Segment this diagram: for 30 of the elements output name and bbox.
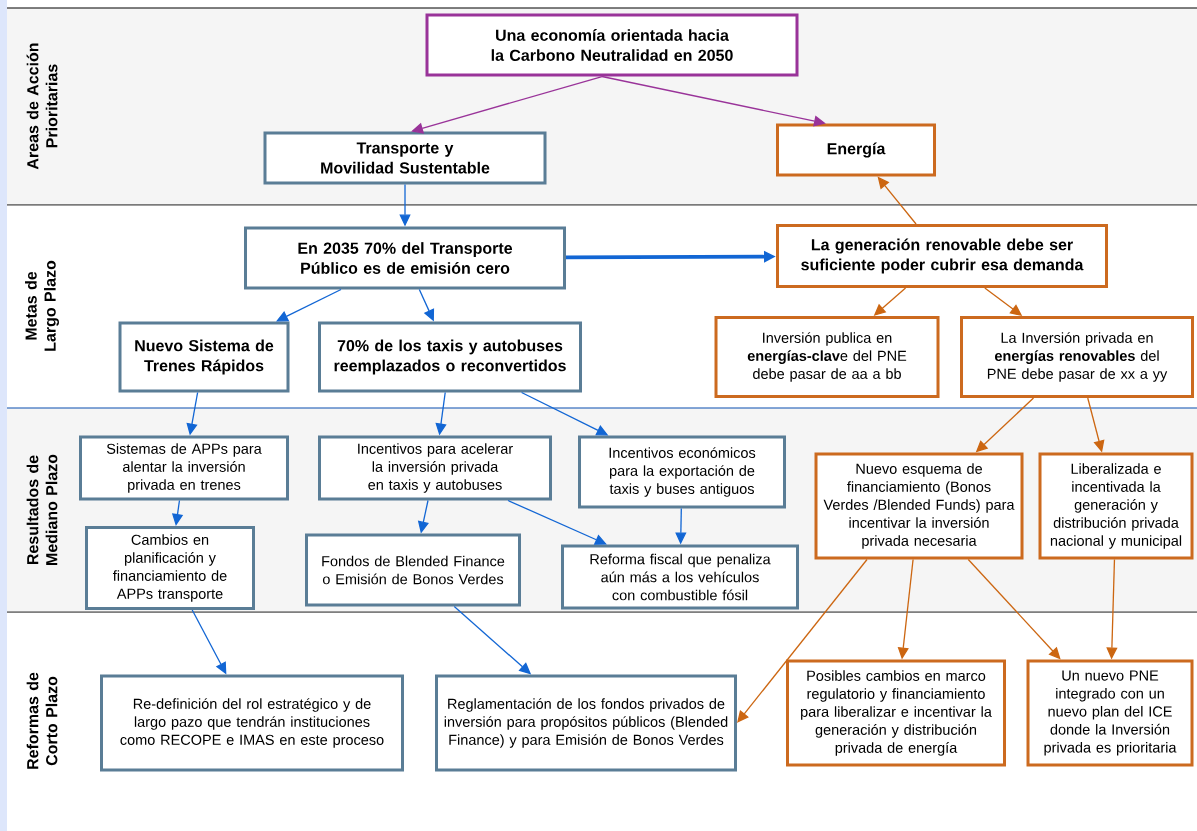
arrow bbox=[411, 75, 603, 134]
result-box: Liberalizada e incentivada la generación y distribución privada nacional y municipal bbox=[1038, 452, 1194, 560]
arrow bbox=[507, 499, 607, 545]
row-heading: Areas de Acción Prioritarias bbox=[26, 43, 58, 170]
arrow bbox=[737, 558, 868, 723]
result-box: Posibles cambios en marco regulatorio y financiamiento para liberalizar e incentivar la generación y distribución privada de energía bbox=[786, 659, 1006, 767]
result-box: Incentivos para acelerar la inversión privada en taxis y autobuses bbox=[318, 435, 552, 501]
arrow bbox=[601, 75, 826, 127]
result-box: Re-definición del rol estratégico y de largo pazo que tendrán instituciones como RECOPE e IMAS en este proceso bbox=[100, 674, 404, 772]
row-heading: Resultados de Mediano Plazo bbox=[26, 454, 58, 565]
result-box: Incentivos económicos para la exportación de taxis y buses antiguos bbox=[578, 435, 786, 509]
result-box: La Inversión privada en energías renovables del PNE debe pasar de xx a yy bbox=[960, 316, 1194, 398]
goal-box: Transporte y Movilidad Sustentable bbox=[263, 131, 547, 185]
goal-box: En 2035 70% del Transporte Público es de emisión cero bbox=[244, 226, 566, 290]
row-heading: Metas de Largo Plazo bbox=[25, 260, 59, 351]
result-box: Cambios en planificación y financiamiento de APPs transporte bbox=[85, 526, 255, 610]
result-box: Sistemas de APPs para alentar la inversión privada en trenes bbox=[79, 435, 289, 501]
result-box: Reglamentación de los fondos privados de inversión para propósitos públicos (Blended Finance) y para Emisión de Bonos Verdes bbox=[435, 674, 737, 772]
goal-box: Energía bbox=[776, 123, 936, 177]
row-heading: Reformas de Corto Plazo bbox=[26, 672, 58, 769]
result-box: Inversión publica en energías-clave del PNE debe pasar de aa a bb bbox=[714, 316, 940, 398]
goal-box: La generación renovable debe ser suficiente poder cubrir esa demanda bbox=[776, 224, 1108, 288]
result-box: Fondos de Blended Finance o Emisión de Bonos Verdes bbox=[305, 533, 521, 607]
goal-box: Una economía orientada hacia la Carbono Neutralidad en 2050 bbox=[425, 13, 799, 77]
goal-box: Nuevo Sistema de Trenes Rápidos bbox=[118, 321, 290, 393]
arrow bbox=[276, 288, 342, 322]
result-box: Nuevo esquema de financiamiento (Bonos Verdes /Blended Funds) para incentivar la inversión privada necesaria bbox=[814, 452, 1024, 560]
goal-box: 70% de los taxis y autobuses reemplazados o reconvertidos bbox=[318, 321, 582, 393]
result-box: Un nuevo PNE integrado con un nuevo plan del ICE donde la Inversión privada es prioritaria bbox=[1026, 659, 1194, 767]
result-box: Reforma fiscal que penaliza aún más a los vehículos con combustible fósil bbox=[561, 544, 799, 610]
